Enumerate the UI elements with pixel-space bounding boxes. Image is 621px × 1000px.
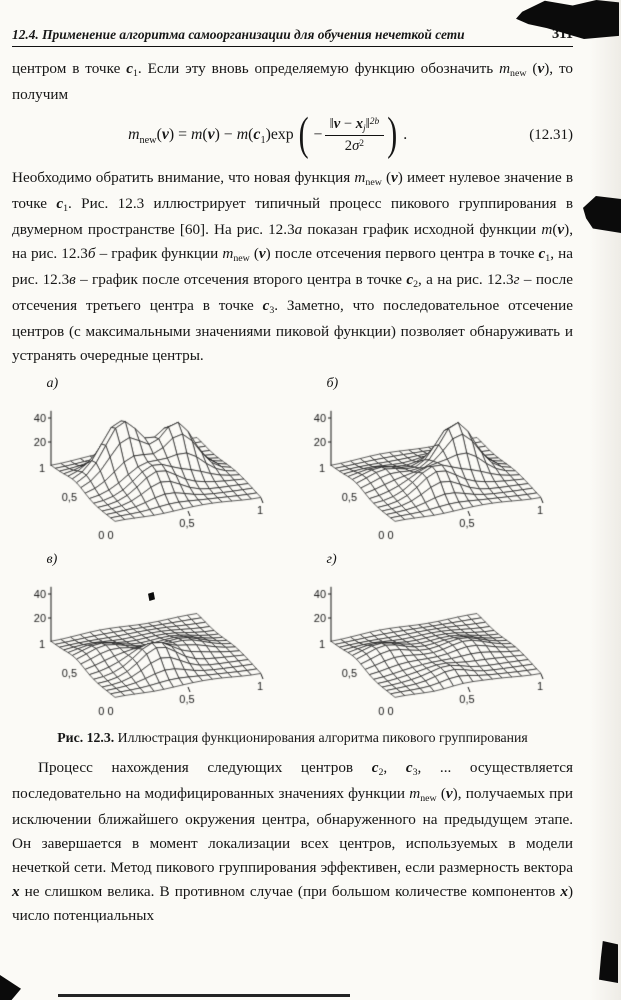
equation-lhs: mnew(v) = m(v) − m(c1)exp	[128, 126, 294, 146]
section-title: 12.4. Применение алгоритма самоорганизац…	[12, 27, 465, 42]
surface-plot-v	[24, 549, 281, 726]
figure-caption: Рис. 12.3. Иллюстрация функционирования …	[57, 729, 528, 745]
close-paren: )	[387, 109, 398, 161]
surface-plot-g	[304, 549, 561, 726]
page-header: 12.4. Применение алгоритма самоорганизац…	[12, 26, 573, 47]
fraction-denominator: 2σ2	[344, 137, 365, 154]
scan-artifact-bottom-line	[58, 994, 350, 997]
minus-sign: −	[313, 126, 323, 144]
equation-period: .	[403, 126, 408, 144]
subplot-b: б)	[297, 373, 569, 550]
surface-plot-b	[304, 373, 561, 550]
scan-artifact-speck	[148, 592, 155, 601]
paragraph-description: Необходимо обратить внимание, что новая …	[12, 168, 574, 364]
subplot-v: в)	[17, 549, 289, 726]
subplot-a: а)	[17, 373, 289, 550]
fraction-numerator: ‖v − xj‖2b	[324, 115, 385, 136]
paragraph-intro: центром в точке c1. Если эту вновь опред…	[12, 60, 573, 103]
open-paren: (	[298, 109, 309, 161]
surface-plot-a	[24, 373, 281, 550]
scan-artifact-bottom-right	[599, 941, 618, 983]
figure-12-3: а) б) в) г)	[12, 373, 573, 726]
subplot-g: г)	[297, 549, 569, 726]
scan-artifact-bottom-left	[0, 975, 21, 1000]
paragraph-conclusion: Процесс нахождения следующих центров c2,…	[12, 758, 574, 924]
book-page: 12.4. Применение алгоритма самоорганизац…	[12, 26, 574, 924]
equation-number: (12.31)	[529, 126, 573, 143]
